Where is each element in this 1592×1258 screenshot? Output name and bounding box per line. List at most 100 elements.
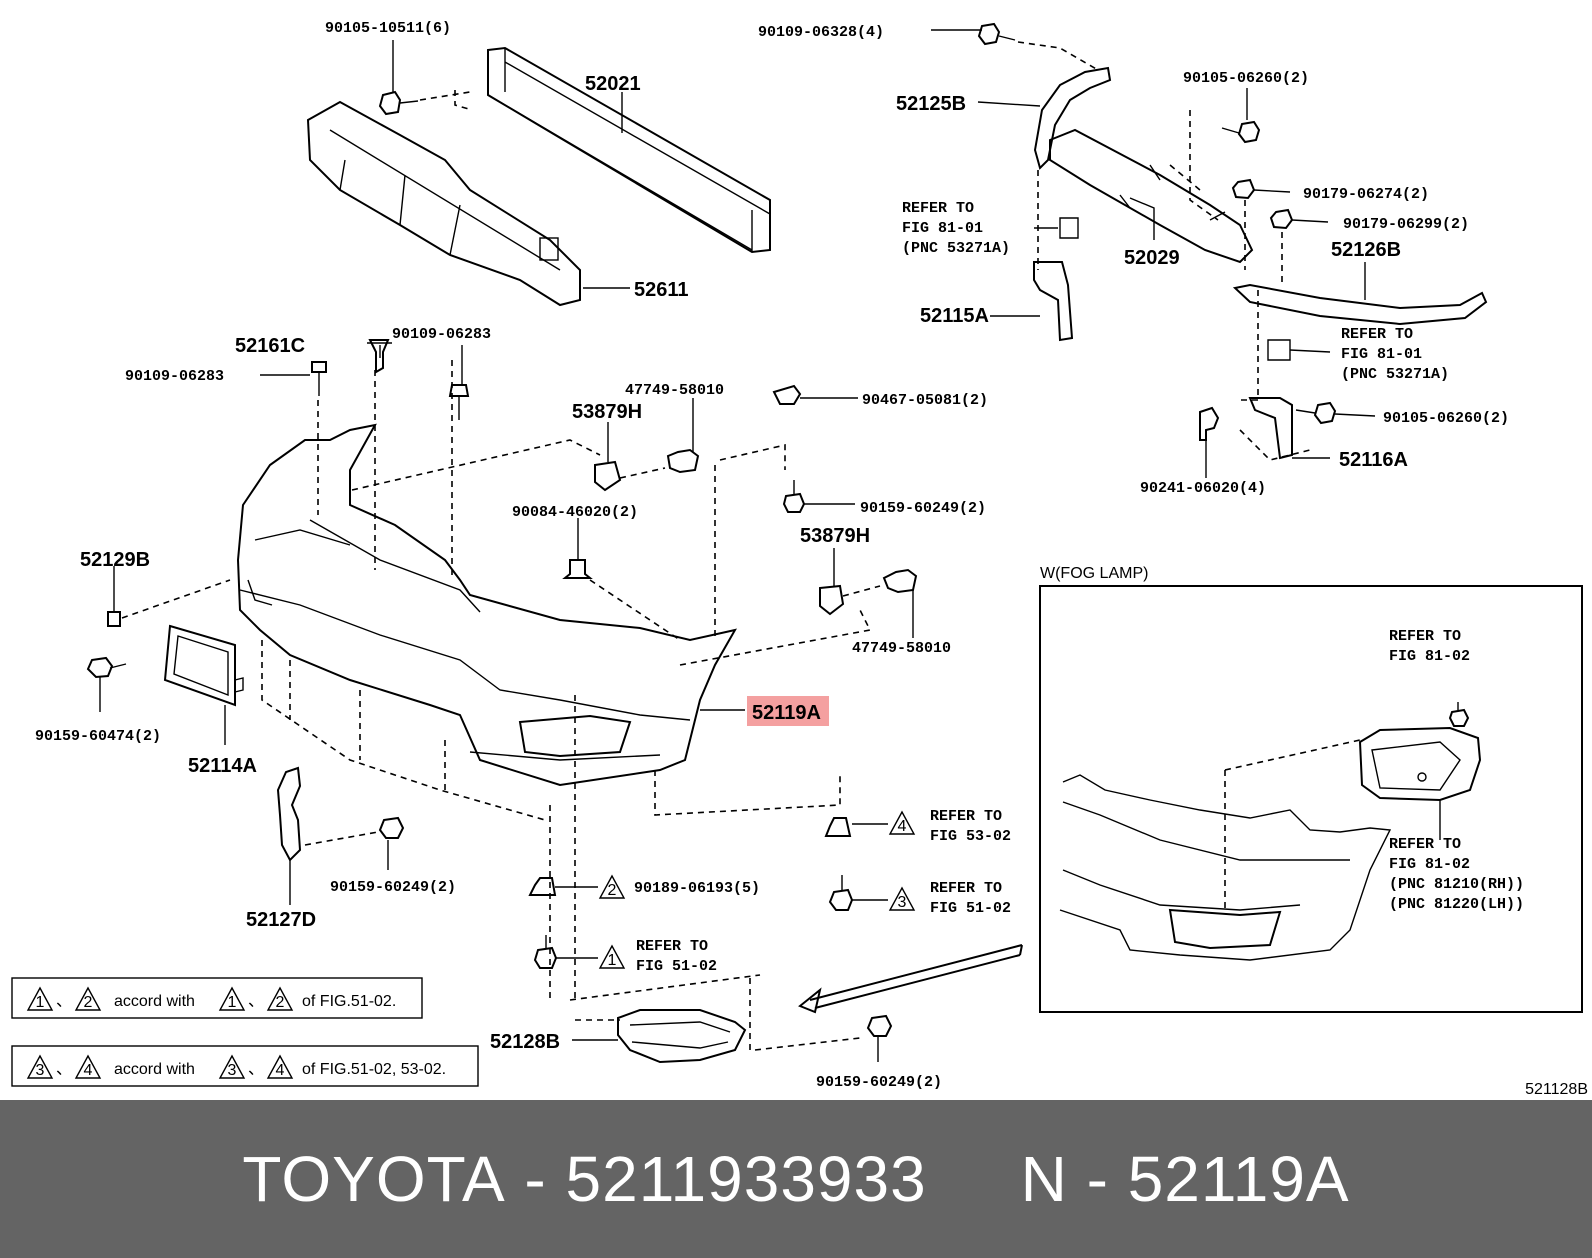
bolt-90159-60249-c[interactable] [866, 1014, 893, 1037]
svg-text:4: 4 [898, 818, 907, 835]
legend-row-1: 1 、 2 accord with 1 、 2 of FIG.51-02. [11, 977, 423, 1019]
svg-text:4: 4 [276, 1062, 285, 1079]
footer-n-label: N [1020, 1143, 1068, 1215]
bracket-53879H-b[interactable] [819, 584, 845, 616]
bolt-90105-10511[interactable] [378, 90, 419, 116]
license-bracket-52114A[interactable] [163, 624, 244, 707]
footer-pnc: 52119A [1127, 1143, 1350, 1215]
bracket-53879H-a[interactable] [594, 460, 622, 492]
bracket-52116A[interactable] [1248, 339, 1293, 460]
label-52126B: 52126B [1331, 239, 1401, 261]
label-52125B: 52125B [896, 93, 966, 115]
refer-53-02-line1: REFER TO [930, 808, 1002, 825]
refer-81-01-a-line3: (PNC 53271A) [902, 240, 1010, 257]
triangle-symbol-2: 2 [598, 874, 626, 899]
svg-text:of FIG.51-02.: of FIG.51-02. [302, 993, 396, 1010]
refer-51-02-a-line2: FIG 51-02 [930, 900, 1011, 917]
bracket-52127D[interactable] [276, 766, 302, 862]
absorber-52611[interactable] [306, 100, 581, 307]
label-52127D: 52127D [246, 909, 316, 931]
label-52161C: 52161C [235, 335, 305, 357]
footer-dash-2: - [1086, 1143, 1109, 1215]
retainer-52125B[interactable] [1033, 66, 1112, 170]
svg-text:、: 、 [56, 1061, 72, 1078]
screw-lower-b[interactable] [828, 875, 854, 911]
bumper-cover-52119A[interactable] [236, 423, 737, 787]
label-90241-06020: 90241-06020(4) [1140, 480, 1266, 497]
svg-text:、: 、 [248, 1061, 264, 1078]
footer-part-number: 5211933933 [565, 1143, 927, 1215]
label-90105-06260-top: 90105-06260(2) [1183, 70, 1309, 87]
refer-51-02-a-line1: REFER TO [930, 880, 1002, 897]
label-90189-06193: 90189-06193(5) [634, 880, 760, 897]
clip-fig-53-02[interactable] [824, 817, 852, 837]
cover-52129B[interactable] [107, 611, 121, 627]
part-footer-bar: TOYOTA - 5211933933 N - 52119A [0, 1100, 1592, 1258]
retainer-47749-58010-b[interactable] [882, 568, 918, 594]
svg-text:accord with: accord with [114, 1061, 195, 1078]
label-90159-60474: 90159-60474(2) [35, 728, 161, 745]
label-47749-58010-b: 47749-58010 [852, 640, 951, 657]
label-90179-06299: 90179-06299(2) [1343, 216, 1469, 233]
label-90109-06283-a: 90109-06283 [392, 326, 491, 343]
nut-90467-05081[interactable] [772, 384, 802, 405]
nut-90179-06274[interactable] [1231, 178, 1256, 200]
footer-brand: TOYOTA [242, 1143, 506, 1215]
refer-81-01-b-line2: FIG 81-01 [1341, 346, 1422, 363]
svg-text:3: 3 [228, 1062, 237, 1079]
fog-inset-title: W(FOG LAMP) [1040, 565, 1148, 582]
svg-text:1: 1 [36, 994, 45, 1011]
parts-diagram: 4 2 3 1 W(FOG LAMP) 1 、 2 accord with [11, 20, 1588, 1098]
svg-text:2: 2 [84, 994, 93, 1011]
label-90467-05081: 90467-05081(2) [862, 392, 988, 409]
label-52119A-highlight [747, 696, 829, 726]
svg-text:3: 3 [36, 1062, 45, 1079]
label-52119A: 52119A [752, 702, 821, 724]
retainer-90084-46020[interactable] [562, 559, 593, 579]
refer-81-02-b-line4: (PNC 81220(LH)) [1389, 896, 1524, 913]
fog-lamp-unit[interactable] [1358, 726, 1482, 802]
clip-90189-06193[interactable] [528, 877, 557, 896]
fog-lamp-screw[interactable] [1448, 702, 1470, 727]
svg-text:3: 3 [898, 894, 907, 911]
label-52115A: 52115A [920, 305, 989, 327]
screw-90109-06283-a[interactable] [311, 361, 327, 396]
screw-90109-06328[interactable] [977, 22, 1016, 46]
refer-51-02-b-line1: REFER TO [636, 938, 708, 955]
svg-text:accord with: accord with [114, 993, 195, 1010]
refer-81-02-b-line3: (PNC 81210(RH)) [1389, 876, 1524, 893]
svg-text:1: 1 [608, 952, 617, 969]
fog-cover-52128B[interactable] [617, 1009, 747, 1064]
svg-text:1: 1 [228, 994, 237, 1011]
refer-81-01-a-line1: REFER TO [902, 200, 974, 217]
retainer-52126B[interactable] [1232, 283, 1488, 326]
label-52114A: 52114A [188, 755, 257, 777]
label-52611: 52611 [634, 279, 689, 301]
screw-90109-06283-b[interactable] [448, 384, 470, 420]
refer-81-01-a-line2: FIG 81-01 [902, 220, 983, 237]
fog-lamp-inset [1039, 585, 1583, 1013]
bolt-90105-06260-top[interactable] [1221, 120, 1261, 144]
footer-dash-1: - [524, 1143, 547, 1215]
label-90105-06260-mid: 90105-06260(2) [1383, 410, 1509, 427]
bolt-90105-06260-mid[interactable] [1295, 401, 1337, 425]
triangle-symbol-3: 3 [888, 886, 916, 911]
bracket-52115A[interactable] [1033, 217, 1079, 342]
refer-81-01-b-line1: REFER TO [1341, 326, 1413, 343]
refer-81-02-a-line2: FIG 81-02 [1389, 648, 1470, 665]
refer-81-02-b-line2: FIG 81-02 [1389, 856, 1470, 873]
retainer-47749-58010-a[interactable] [666, 448, 700, 474]
refer-81-01-b-line3: (PNC 53271A) [1341, 366, 1449, 383]
clip-90241-06020[interactable] [1199, 406, 1220, 441]
clip-52161C[interactable] [368, 339, 390, 374]
bolt-90159-60249-b[interactable] [378, 816, 405, 839]
svg-text:、: 、 [248, 993, 264, 1010]
label-53879H-b: 53879H [800, 525, 870, 547]
label-52128B: 52128B [490, 1031, 560, 1053]
support-52029[interactable] [1049, 128, 1254, 264]
nut-90179-06299[interactable] [1269, 208, 1294, 230]
bolt-90159-60474[interactable] [86, 656, 127, 679]
bolt-90159-60249-a[interactable] [782, 480, 806, 513]
reinforcement-52021[interactable] [487, 46, 771, 254]
screw-lower-a[interactable] [533, 935, 558, 969]
